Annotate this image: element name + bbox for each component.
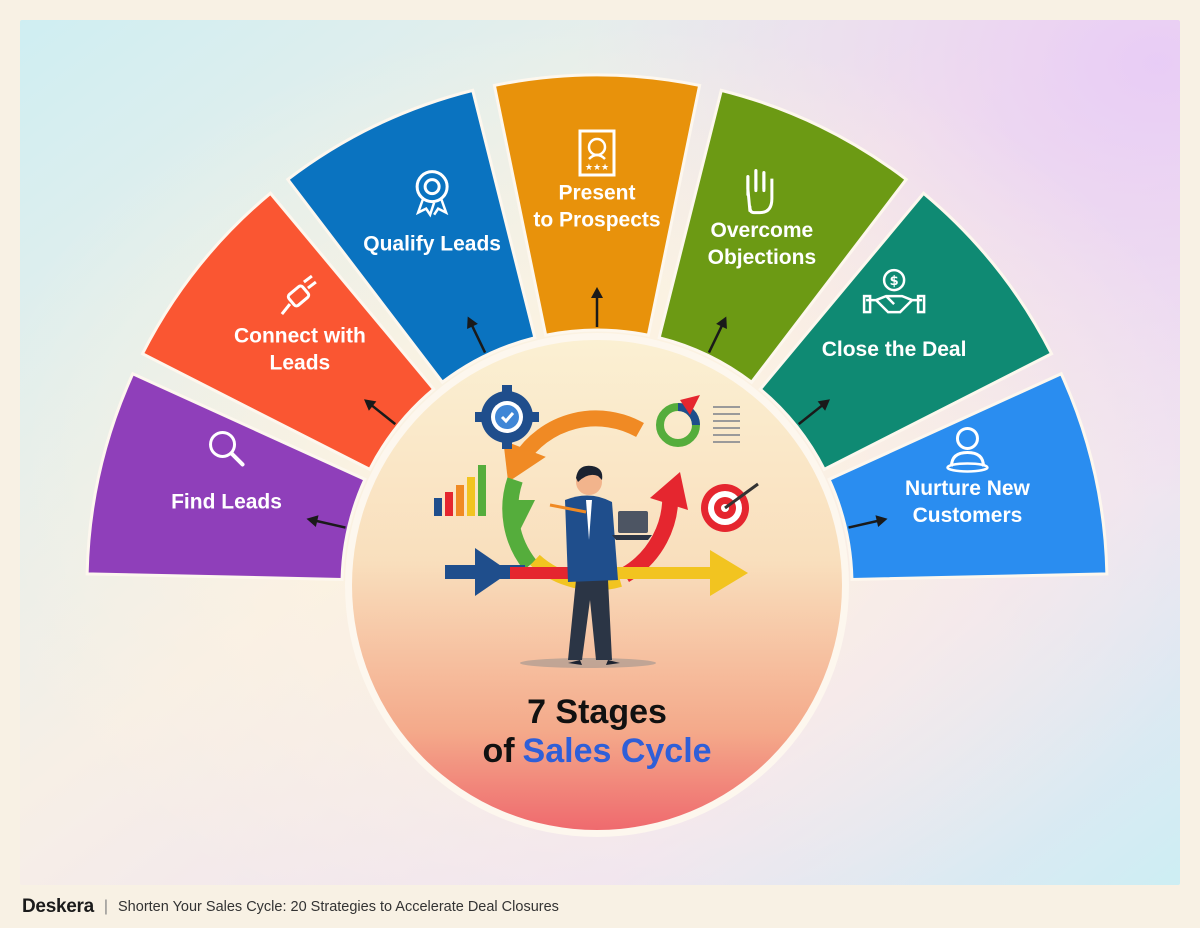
stage-label-2-line2: Leads [270, 352, 331, 375]
text-lines-icon [713, 406, 740, 443]
target-icon [701, 482, 759, 532]
stage-label-7-line2: Customers [913, 504, 1023, 527]
stage-segment-3 [285, 88, 537, 385]
stage-label-4-line2: to Prospects [533, 209, 660, 232]
magnifier-icon [209, 430, 245, 467]
stage-arrows [306, 287, 888, 529]
handshake-dollar-icon: $ [862, 268, 926, 314]
stage-segment-1 [85, 371, 367, 581]
yellow-arrow-body [600, 567, 720, 579]
gear-check-icon [475, 385, 539, 449]
stage-label-1: Find Leads [171, 490, 282, 513]
svg-text:$: $ [890, 274, 899, 289]
sales-person-illustration [434, 385, 759, 668]
stage-label-6: Close the Deal [822, 338, 967, 361]
bar-chart-icon [434, 465, 486, 516]
stage-label-5-line1: Overcome [711, 219, 814, 242]
stage-arrowhead-1 [306, 515, 319, 527]
stage-label-4-line1: Present [558, 182, 635, 205]
profile-document-icon: ★★★ [578, 129, 616, 177]
stage-segment-6 [758, 191, 1054, 472]
blue-arrowhead [475, 548, 510, 596]
stage-label-3: Qualify Leads [363, 233, 501, 256]
stage-label-5-line2: Objections [708, 246, 817, 269]
stage-segment-5 [657, 88, 909, 385]
stage-arrowhead-2 [364, 399, 377, 411]
stage-arrow-6 [797, 401, 827, 426]
stage-segment-7 [827, 371, 1109, 581]
stage-arrowhead-5 [716, 316, 727, 330]
stage-label-7-line1: Nurture New [905, 477, 1031, 500]
svg-text:★★★: ★★★ [585, 163, 609, 173]
footer-separator: | [103, 898, 109, 915]
badge-gear-icon [415, 170, 449, 218]
stage-label-2-line1: Connect with [234, 325, 366, 348]
raised-hand-icon [746, 169, 774, 215]
donut-chart-icon [656, 395, 700, 447]
stage-arrow-1 [312, 518, 346, 529]
stage-arrow-7 [848, 518, 882, 529]
yellow-arrowhead [710, 550, 748, 596]
stage-arrowhead-3 [467, 316, 478, 330]
cycle-arrow-green [502, 477, 537, 570]
stage-segment-4 [492, 73, 702, 337]
cycle-arrowhead-orange [503, 440, 546, 482]
stage-arrowhead-4 [591, 287, 603, 298]
person-figure [520, 465, 656, 668]
diagram-title-line1: 7 Stages [527, 693, 667, 731]
plug-icon [280, 274, 317, 316]
footer-subtitle: Shorten Your Sales Cycle: 20 Strategies … [118, 899, 559, 915]
cycle-arrowhead-green [505, 500, 535, 530]
stage-segment-2 [140, 191, 436, 472]
cycle-arrow-orange [513, 410, 644, 465]
stage-arrowhead-7 [875, 515, 888, 527]
person-icon [946, 426, 989, 473]
stage-arrowhead-6 [817, 399, 830, 411]
footer: Deskera | Shorten Your Sales Cycle: 20 S… [22, 895, 559, 919]
stage-arrow-3 [469, 321, 487, 354]
diagram-title-highlight: Sales Cycle [523, 732, 712, 770]
diagram-title-of: of [482, 732, 515, 770]
stage-arrow-2 [367, 401, 397, 426]
stage-arrow-5 [707, 321, 725, 354]
cycle-arrowhead-red [650, 472, 688, 510]
footer-brand: Deskera [22, 896, 94, 917]
